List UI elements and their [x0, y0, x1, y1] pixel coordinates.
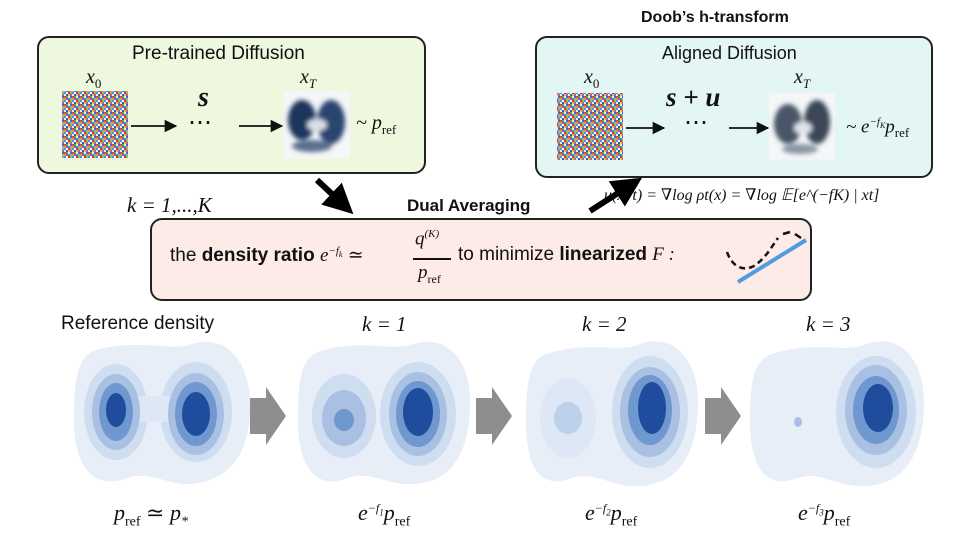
F-symbol: F :	[652, 244, 675, 265]
pretrained-generated-image	[284, 91, 350, 158]
minimize-statement: to minimize linearized F :	[458, 244, 675, 266]
u-formula: u(x, t) = ∇log ρt(x) = ∇log 𝔼[e^(−fK) | …	[604, 187, 880, 204]
density-caption-1: e−f1pref	[358, 500, 411, 530]
loop-label: k = 1,...,K	[127, 193, 212, 217]
aligned-generated-image	[769, 93, 835, 160]
density-heading-1: k = 1	[362, 312, 407, 336]
gray-arrow-3	[705, 387, 741, 445]
linearized-term: linearized	[559, 244, 648, 265]
pretrained-noise-image	[62, 91, 128, 158]
density-plot-3	[750, 341, 924, 487]
density-caption-3: e−f3pref	[798, 500, 851, 530]
aligned-noise-image	[557, 93, 623, 160]
density-heading-0: Reference density	[61, 313, 215, 334]
density-heading-3: k = 3	[806, 312, 851, 336]
density-caption-2: e−f2pref	[585, 500, 638, 530]
density-caption-0: pref ≃ p*	[114, 500, 188, 530]
pretrained-title: Pre-trained Diffusion	[132, 43, 305, 64]
linearization-sketch	[725, 230, 808, 284]
gray-arrow-2	[476, 387, 512, 445]
density-plot-1	[298, 341, 470, 485]
pretrained-score-s: s	[198, 82, 209, 113]
fraction-denominator: pref	[418, 262, 441, 286]
gray-arrow-1	[250, 387, 286, 445]
aligned-x0-label: x0	[584, 66, 600, 91]
density-plot-0	[74, 341, 251, 485]
aligned-score-s-plus-u: s + u	[666, 82, 721, 112]
aligned-title: Aligned Diffusion	[662, 43, 797, 63]
density-heading-2: k = 2	[582, 312, 627, 336]
density-ratio-statement: the density ratio e−fk ≃	[170, 244, 364, 267]
pretrained-dist: ~ pref	[356, 112, 397, 137]
arrow-to-dual-averaging	[314, 177, 354, 215]
pretrained-xT-label: xT	[300, 66, 317, 91]
density-ratio-box	[150, 218, 812, 301]
density-plot-2	[526, 341, 698, 487]
lhs-exponential: e−fk	[319, 244, 343, 266]
fraction-bar	[413, 258, 451, 260]
density-ratio-term: density ratio	[201, 245, 315, 266]
dual-averaging-label: Dual Averaging	[407, 196, 531, 215]
aligned-xT-label: xT	[794, 66, 811, 91]
fraction-numerator: q(K)	[415, 228, 440, 250]
aligned-dist: ~ e−fKpref	[846, 116, 910, 141]
pretrained-x0-label: x0	[86, 66, 102, 91]
aligned-dots: ⋯	[684, 110, 708, 136]
doob-header: Doob’s h-transform	[641, 9, 789, 26]
approx-sign: ≃	[347, 245, 364, 266]
pretrained-dots: ⋯	[188, 110, 212, 136]
arrow-to-aligned	[588, 177, 643, 214]
the-word: the	[170, 245, 197, 266]
to-minimize-text: to minimize	[458, 244, 555, 265]
